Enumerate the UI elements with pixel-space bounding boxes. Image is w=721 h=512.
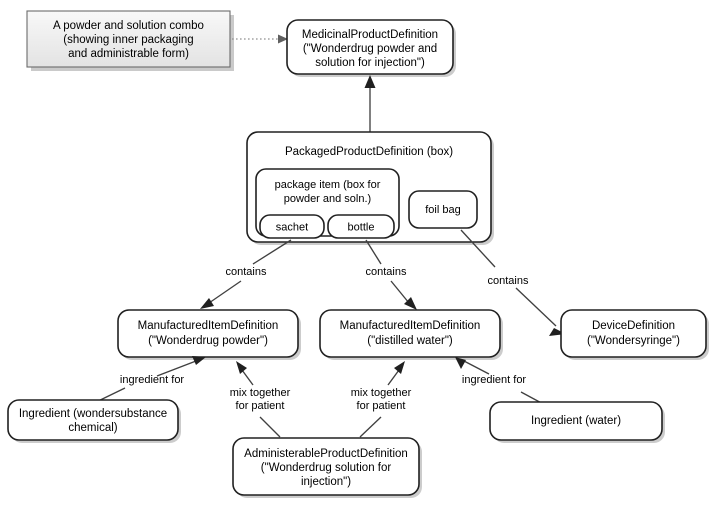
administerable-product-box[interactable] [232,437,420,496]
edge-mix-left-seg1 [259,416,281,438]
edge-label-contains-foilbag: contains [488,275,529,287]
note-comment: A powder and solution combo (showing inn… [26,10,234,71]
edge-contains-foilbag-seg2 [515,287,557,327]
ingredient-water-box[interactable] [489,401,663,441]
edge-label-ingredient-for-right: ingredient for [462,374,527,386]
node-foil-bag[interactable]: foil bag [408,190,478,229]
edge-mix-left: mix together for patient [230,361,291,438]
ingredient-chemical-line-2: chemical) [68,422,117,434]
manufactured-powder-line-1: ManufacturedItemDefinition [138,320,279,332]
node-manufactured-item-water[interactable]: ManufacturedItemDefinition ("distilled w… [319,309,503,360]
edge-ingredient-left-seg2 [156,360,197,377]
note-line-2: (showing inner packaging [63,34,193,46]
edge-mix-right: mix together for patient [351,361,412,438]
node-sachet[interactable]: sachet [259,214,325,239]
edge-note-arrowhead [278,34,288,44]
manufactured-water-line-1: ManufacturedItemDefinition [340,320,481,332]
manufactured-water-line-2: ("distilled water") [367,335,453,347]
edge-label-ingredient-for-left: ingredient for [120,374,185,386]
node-administerable-product-definition[interactable]: AdministerableProductDefinition ("Wonder… [232,437,422,498]
foil-bag-label: foil bag [425,204,460,216]
edge-ingredient-right-arrowhead [455,357,466,369]
device-definition-line-2: ("Wondersyringe") [587,335,680,347]
edge-contains-foilbag-seg1 [460,229,496,268]
edge-contains-bottle-seg1 [365,239,382,265]
edge-contains-sachet-seg1 [252,239,292,265]
edge-ingredient-for-left: ingredient for [89,356,206,406]
node-ingredient-chemical[interactable]: Ingredient (wondersubstance chemical) [7,399,181,443]
edge-label-contains-sachet: contains [226,266,267,278]
bottle-label: bottle [348,221,375,233]
edge-contains-bottle: contains [365,239,417,310]
node-package-item[interactable]: package item (box for powder and soln.) … [255,168,400,239]
edge-mix-left-seg2 [241,369,254,386]
edge-contains-sachet: contains [200,239,292,309]
foil-bag-box[interactable] [408,190,478,229]
edge-note-to-medicinal-product [232,34,288,44]
edge-label-contains-bottle: contains [366,266,407,278]
edge-ingredient-for-right: ingredient for [455,357,548,407]
edge-packaged-to-medicinal [364,75,376,132]
edge-ingredient-left-arrowhead [192,356,206,365]
package-item-line-2: powder and soln.) [284,193,371,205]
administerable-product-line-1: AdministerableProductDefinition [244,448,408,460]
manufactured-powder-line-2: ("Wonderdrug powder") [148,335,268,347]
medicinal-product-line-3: solution for injection") [315,57,425,69]
medicinal-product-line-2: ("Wonderdrug powder and [303,43,437,55]
edge-contains-bottle-seg2 [390,280,410,304]
package-item-line-1: package item (box for [275,179,381,191]
ingredient-chemical-line-1: Ingredient (wondersubstance [19,408,167,420]
administerable-product-line-3: injection") [301,476,351,488]
ingredient-chemical-box[interactable] [7,399,179,441]
node-device-definition[interactable]: DeviceDefinition ("Wondersyringe") [560,309,709,360]
medicinal-product-line-1: MedicinalProductDefinition [302,29,438,41]
edge-mix-right-seg1 [359,416,382,438]
edge-contains-bottle-arrowhead [404,297,417,310]
manufactured-water-box[interactable] [319,309,501,358]
device-definition-box[interactable] [560,309,707,358]
node-manufactured-item-powder[interactable]: ManufacturedItemDefinition ("Wonderdrug … [117,309,301,360]
administerable-product-line-2: ("Wonderdrug solution for [261,462,392,474]
node-packaged-product-definition[interactable]: PackagedProductDefinition (box) package … [246,131,494,245]
device-definition-line-1: DeviceDefinition [592,320,675,332]
edge-label-mix-right-line1: mix together [351,387,412,399]
note-box [26,10,231,68]
edge-ingredient-right-seg2 [463,360,490,375]
edge-contains-sachet-seg2 [208,280,242,304]
packaged-product-label: PackagedProductDefinition (box) [285,146,453,158]
ingredient-water-label: Ingredient (water) [531,415,621,427]
note-line-3: and administrable form) [68,48,189,60]
note-line-1: A powder and solution combo [53,20,204,32]
edge-label-mix-left-line2: for patient [236,400,285,412]
edge-mix-right-seg2 [387,369,400,386]
node-bottle[interactable]: bottle [327,214,395,239]
node-ingredient-water[interactable]: Ingredient (water) [489,401,665,443]
sachet-label: sachet [276,221,308,233]
edge-mix-left-arrowhead [236,361,247,374]
sachet-box[interactable] [259,214,325,239]
edge-packaged-medicinal-arrowhead [364,75,376,88]
edge-mix-right-arrowhead [394,361,405,374]
medicinal-product-box[interactable] [286,19,454,75]
edge-contains-foilbag: contains [460,229,566,336]
node-medicinal-product-definition[interactable]: MedicinalProductDefinition ("Wonderdrug … [286,19,456,77]
edge-label-mix-left-line1: mix together [230,387,291,399]
edge-label-mix-right-line2: for patient [357,400,406,412]
manufactured-powder-box[interactable] [117,309,299,358]
edge-contains-sachet-arrowhead [200,298,214,309]
bottle-box[interactable] [327,214,395,239]
